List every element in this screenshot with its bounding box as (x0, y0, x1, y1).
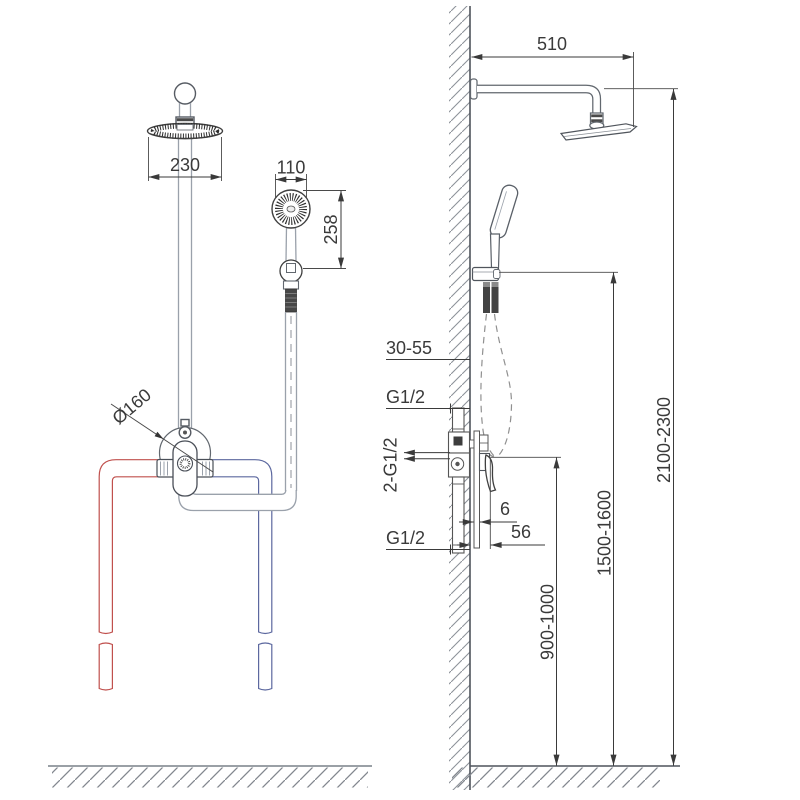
dim-holder-height: 1500-1600 (499, 271, 618, 766)
dim-hand-length-label: 258 (321, 214, 341, 244)
dim-valve-height: 900-1000 (490, 456, 561, 766)
wall-holder (471, 266, 501, 282)
shower-arm-side (469, 78, 638, 141)
dim-holder-height-label: 1500-1600 (595, 490, 615, 576)
side-view: 510 (381, 6, 680, 790)
dim-thread-bottom-label: G1/2 (386, 528, 425, 548)
floor-hatch-side (452, 767, 660, 788)
dim-body-projection-label: 56 (511, 522, 531, 542)
floor-hatch-front (52, 767, 368, 788)
hand-shower-side (471, 184, 519, 458)
hand-shower-handle (489, 233, 501, 269)
dim-head-height-label: 2100-2300 (654, 397, 674, 483)
dim-thread-inlets-label: 2-G1/2 (381, 437, 401, 492)
hand-shower-front (271, 189, 311, 313)
hose-outlet-fitting (479, 434, 489, 452)
dim-plate-thickness-label: 6 (500, 499, 510, 519)
shower-hose-front (284, 312, 298, 491)
mixer-valve-side (447, 407, 497, 554)
overhead-shower-head (146, 122, 224, 140)
overhead-head-side (559, 123, 638, 141)
hose-nut (282, 280, 300, 290)
dim-body-projection: 56 (457, 458, 545, 549)
dim-escutcheon-diameter-label: Ø160 (108, 385, 155, 429)
dim-embed-depth: 30-55 (386, 338, 470, 360)
dim-head-diameter: 230 (148, 137, 222, 181)
mixer-valve-front (156, 418, 214, 497)
hot-water-pipe (98, 459, 164, 691)
dim-plate-thickness: 6 (459, 499, 517, 526)
arm-wall-flange (469, 78, 478, 100)
dim-valve-height-label: 900-1000 (538, 584, 558, 660)
dim-arm-reach-label: 510 (537, 34, 567, 54)
dim-thread-inlets: 2-G1/2 (381, 437, 450, 493)
cold-water-pipe (204, 459, 273, 691)
dim-hand-length: 258 (303, 190, 346, 269)
dim-head-diameter-label: 230 (170, 155, 200, 175)
dim-thread-top-label: G1/2 (386, 387, 425, 407)
dim-embed-depth-label: 30-55 (386, 338, 432, 358)
dim-head-height: 2100-2300 (604, 88, 678, 766)
hose-connector-side (483, 282, 499, 313)
escutcheon-plate-side (473, 430, 480, 549)
dim-thread-top: G1/2 (386, 387, 470, 414)
riser-pipe (177, 138, 193, 428)
dim-hand-diameter: 110 (275, 158, 307, 198)
dim-arm-reach: 510 (471, 34, 634, 127)
dim-thread-bottom: G1/2 (386, 528, 470, 555)
dim-hand-diameter-label: 110 (277, 158, 306, 178)
arm-bend-ring (173, 82, 197, 105)
hose-connector (285, 288, 297, 313)
wall-hatch (449, 6, 470, 790)
front-view: 230 110 (48, 82, 372, 788)
